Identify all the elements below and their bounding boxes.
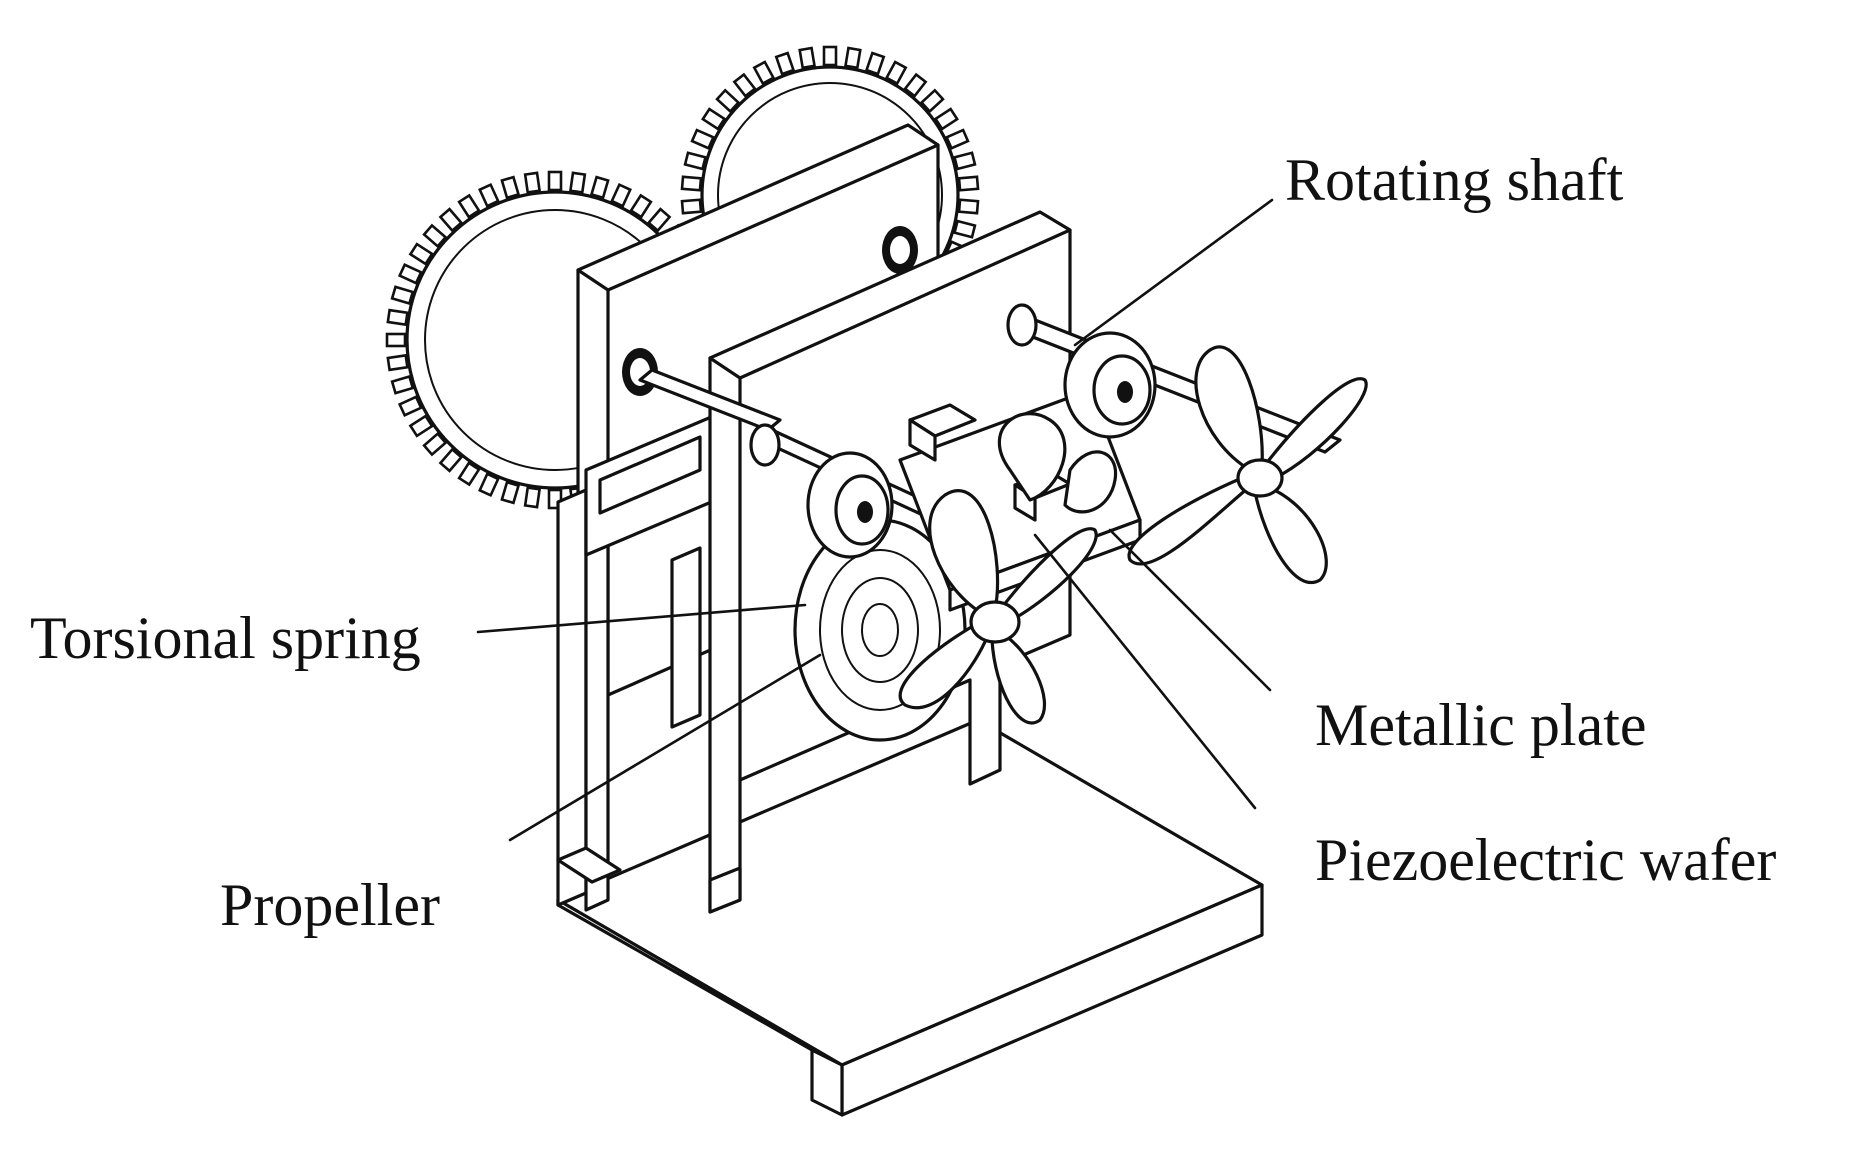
gear-tooth bbox=[523, 486, 542, 509]
gear-tooth bbox=[610, 182, 632, 208]
gear-tooth bbox=[774, 51, 796, 76]
label-piezoelectric-wafer: Piezoelectric wafer bbox=[1315, 827, 1777, 893]
gear-tooth bbox=[646, 207, 672, 233]
gear-tooth bbox=[864, 51, 886, 76]
leader-metallic-plate bbox=[1108, 528, 1272, 692]
gear-tooth bbox=[690, 128, 716, 150]
base-block bbox=[556, 718, 1264, 1117]
propeller-lower bbox=[898, 489, 1098, 725]
gear-tooth bbox=[408, 242, 434, 266]
gear-tooth bbox=[933, 107, 959, 131]
gear-tooth bbox=[523, 171, 542, 194]
gear-tooth bbox=[478, 182, 500, 208]
gear-tooth bbox=[457, 193, 481, 219]
gear-tooth bbox=[385, 332, 407, 348]
gear-tooth bbox=[884, 60, 908, 86]
gear-tooth bbox=[680, 198, 703, 215]
bearing-lower bbox=[806, 451, 894, 559]
propeller-upper bbox=[1127, 345, 1368, 584]
gear-tooth bbox=[680, 175, 703, 192]
gear-tooth bbox=[944, 128, 970, 150]
gear-tooth bbox=[752, 60, 776, 86]
leader-piezoelectric-wafer bbox=[1033, 533, 1257, 810]
gear-tooth bbox=[386, 353, 409, 372]
gear-tooth bbox=[732, 72, 757, 98]
gear-tooth bbox=[683, 151, 708, 171]
gear-tooth bbox=[798, 46, 817, 70]
gear-tooth bbox=[952, 151, 977, 171]
gear-tooth bbox=[438, 447, 464, 473]
label-metallic-plate: Metallic plate bbox=[1315, 692, 1647, 758]
gear-tooth bbox=[422, 223, 448, 249]
gear-tooth bbox=[438, 207, 464, 233]
leader-lines bbox=[476, 198, 1274, 842]
front-frame-left-post bbox=[556, 413, 718, 912]
gear-tooth bbox=[390, 374, 415, 395]
shaft-hole-rear-right bbox=[882, 226, 918, 274]
gear-tooth bbox=[397, 395, 423, 417]
gear-tooth bbox=[629, 193, 653, 219]
gear-tooth bbox=[919, 88, 945, 114]
gear-tooth bbox=[500, 480, 521, 505]
gear-tooth bbox=[397, 263, 423, 285]
gear-tooth bbox=[547, 170, 563, 192]
label-propeller: Propeller bbox=[220, 872, 440, 938]
gear-tooth bbox=[822, 45, 838, 67]
gear-tooth bbox=[952, 219, 977, 239]
gear-tooth bbox=[422, 431, 448, 457]
propeller-middle bbox=[997, 412, 1118, 514]
gear-tooth bbox=[386, 308, 409, 327]
gear-tooth bbox=[478, 472, 500, 498]
gear-tooth bbox=[390, 285, 415, 306]
leader-propeller bbox=[508, 653, 822, 842]
label-torsional-spring: Torsional spring bbox=[30, 605, 421, 671]
gear-tooth bbox=[408, 414, 434, 438]
leader-torsional-spring bbox=[476, 603, 807, 634]
bearing-upper bbox=[1063, 331, 1157, 439]
gear-tooth bbox=[457, 461, 481, 487]
gear-tooth bbox=[715, 88, 741, 114]
gear-tooth bbox=[957, 198, 980, 215]
gear-tooth bbox=[903, 72, 928, 98]
gear-tooth bbox=[701, 107, 727, 131]
gear-tooth bbox=[843, 46, 862, 70]
leader-rotating-shaft bbox=[1073, 198, 1274, 347]
label-rotating-shaft: Rotating shaft bbox=[1285, 147, 1624, 213]
gear-tooth bbox=[589, 175, 610, 200]
gear-tooth bbox=[568, 171, 587, 194]
gear-tooth bbox=[957, 175, 980, 192]
gear-tooth bbox=[500, 175, 521, 200]
